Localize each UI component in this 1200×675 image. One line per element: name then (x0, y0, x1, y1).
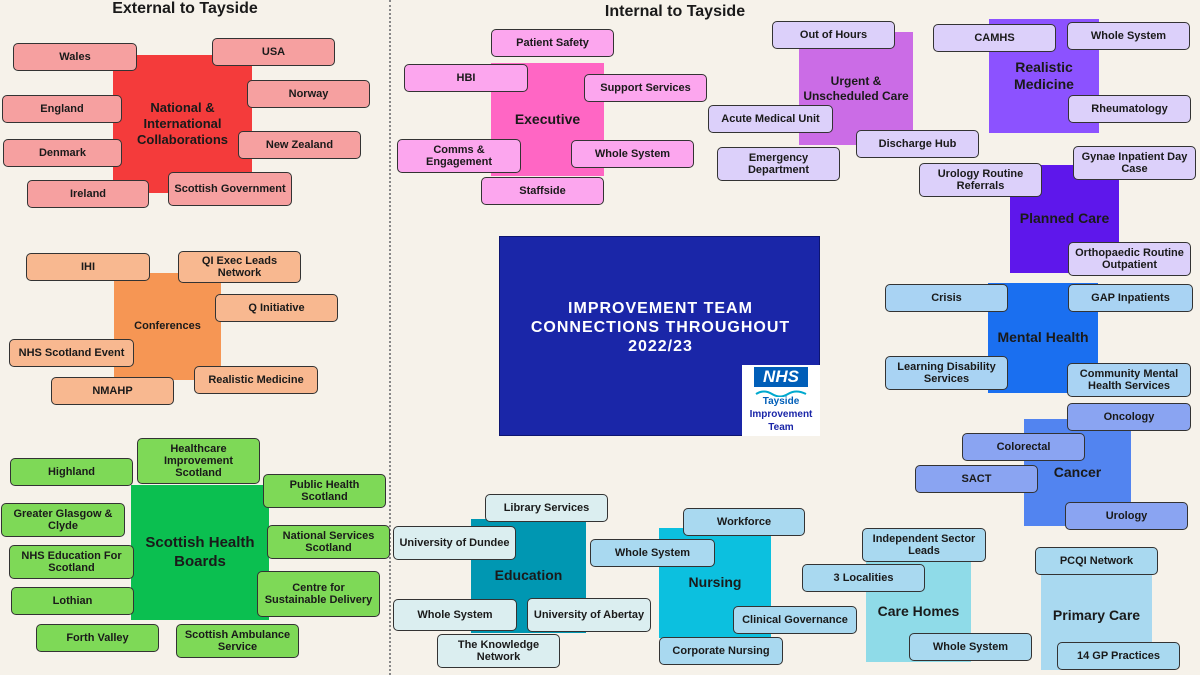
divider-line (389, 0, 391, 675)
logo-unit-line-2: Team (768, 422, 794, 433)
national-item-new-zealand: New Zealand (238, 131, 361, 159)
boards-item-centre-for-sustainable-delivery: Centre for Sustainable Delivery (257, 571, 380, 617)
education-item-whole-system: Whole System (393, 599, 517, 631)
executive-item-comms-and-engagement: Comms & Engagement (397, 139, 521, 173)
cancer-item-urology: Urology (1065, 502, 1188, 530)
executive-item-staffside: Staffside (481, 177, 604, 205)
cancer-item-sact: SACT (915, 465, 1038, 493)
center-title: IMPROVEMENT TEAM CONNECTIONS THROUGHOUT … (500, 299, 821, 357)
nursing-item-whole-system: Whole System (590, 539, 715, 567)
boards-item-lothian: Lothian (11, 587, 134, 615)
national-item-usa: USA (212, 38, 335, 66)
nursing-item-workforce: Workforce (683, 508, 805, 536)
nursing-item-clinical-governance: Clinical Governance (733, 606, 857, 634)
realistic-item-whole-system: Whole System (1067, 22, 1190, 50)
cancer-item-colorectal: Colorectal (962, 433, 1085, 461)
nhs-logo-mark: NHS (754, 367, 808, 387)
executive-item-hbi: HBI (404, 64, 528, 92)
national-hub: National & International Collaborations (113, 55, 252, 193)
mental-item-community-mental-health-services: Community Mental Health Services (1067, 363, 1191, 397)
carehomes-item-whole-system: Whole System (909, 633, 1032, 661)
planned-item-orthopaedic-routine-outpatient: Orthopaedic Routine Outpatient (1068, 242, 1191, 276)
boards-item-highland: Highland (10, 458, 133, 486)
education-item-library-services: Library Services (485, 494, 608, 522)
boards-item-national-services-scotland: National Services Scotland (267, 525, 390, 559)
wave-icon (755, 390, 807, 397)
boards-item-greater-glasgow-and-clyde: Greater Glasgow & Clyde (1, 503, 125, 537)
executive-item-support-services: Support Services (584, 74, 707, 102)
education-item-university-of-abertay: University of Abertay (527, 598, 651, 632)
nursing-item-corporate-nursing: Corporate Nursing (659, 637, 783, 665)
cancer-item-oncology: Oncology (1067, 403, 1191, 431)
logo-unit-line-1: Improvement (749, 409, 813, 420)
external-heading: External to Tayside (112, 0, 258, 17)
education-item-university-of-dundee: University of Dundee (393, 526, 516, 560)
urgent-item-out-of-hours: Out of Hours (772, 21, 895, 49)
primary-item-pcqi-network: PCQI Network (1035, 547, 1158, 575)
boards-item-public-health-scotland: Public Health Scotland (263, 474, 386, 508)
realistic-item-camhs: CAMHS (933, 24, 1056, 52)
conferences-item-nhs-scotland-event: NHS Scotland Event (9, 339, 134, 367)
urgent-item-discharge-hub: Discharge Hub (856, 130, 979, 158)
primary-item-14-gp-practices: 14 GP Practices (1057, 642, 1180, 670)
boards-item-forth-valley: Forth Valley (36, 624, 159, 652)
boards-item-healthcare-improvement-scotland: Healthcare Improvement Scotland (137, 438, 260, 484)
boards-item-nhs-education-for-scotland: NHS Education For Scotland (9, 545, 134, 579)
realistic-item-rheumatology: Rheumatology (1068, 95, 1191, 123)
logo-org: Tayside (762, 396, 800, 407)
urgent-hub: Urgent & Unscheduled Care (799, 32, 913, 145)
national-item-denmark: Denmark (3, 139, 122, 167)
planned-item-urology-routine-referrals: Urology Routine Referrals (919, 163, 1042, 197)
conferences-item-realistic-medicine: Realistic Medicine (194, 366, 318, 394)
mental-item-learning-disability-services: Learning Disability Services (885, 356, 1008, 390)
urgent-item-acute-medical-unit: Acute Medical Unit (708, 105, 833, 133)
boards-hub: Scottish Health Boards (131, 485, 269, 620)
national-item-norway: Norway (247, 80, 370, 108)
carehomes-item-independent-sector-leads: Independent Sector Leads (862, 528, 986, 562)
mental-item-gap-inpatients: GAP Inpatients (1068, 284, 1193, 312)
national-item-wales: Wales (13, 43, 137, 71)
national-item-scottish-government: Scottish Government (168, 172, 292, 206)
national-item-ireland: Ireland (27, 180, 149, 208)
urgent-item-emergency-department: Emergency Department (717, 147, 840, 181)
mental-item-crisis: Crisis (885, 284, 1008, 312)
center-title-line-1: IMPROVEMENT TEAM (568, 300, 753, 317)
internal-heading: Internal to Tayside (604, 3, 746, 20)
conferences-item-q-initiative: Q Initiative (215, 294, 338, 322)
center-title-line-3: 2022/23 (628, 338, 693, 356)
education-item-the-knowledge-network: The Knowledge Network (437, 634, 560, 668)
carehomes-item-3-localities: 3 Localities (802, 564, 925, 592)
national-item-england: England (2, 95, 122, 123)
boards-item-scottish-ambulance-service: Scottish Ambulance Service (176, 624, 299, 658)
conferences-item-ihi: IHI (26, 253, 150, 281)
executive-item-patient-safety: Patient Safety (491, 29, 614, 57)
conferences-item-qi-exec-leads-network: QI Exec Leads Network (178, 251, 301, 283)
nhs-tayside-logo: NHS Tayside Improvement Team (742, 365, 820, 436)
planned-item-gynae-inpatient-day-case: Gynae Inpatient Day Case (1073, 146, 1196, 180)
center-title-line-2: CONNECTIONS THROUGHOUT (530, 319, 791, 337)
conferences-item-nmahp: NMAHP (51, 377, 174, 405)
executive-item-whole-system: Whole System (571, 140, 694, 168)
